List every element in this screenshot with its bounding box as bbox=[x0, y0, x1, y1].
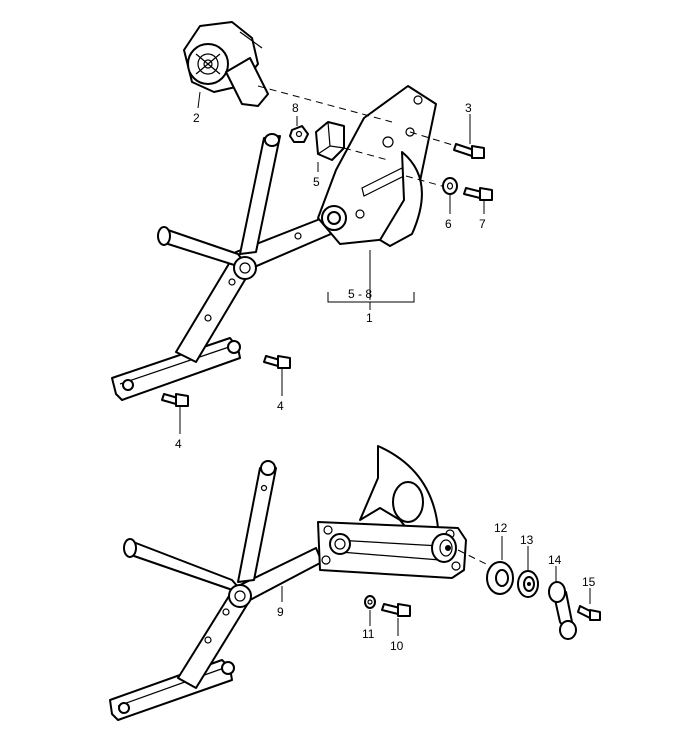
bolt-3 bbox=[453, 143, 485, 159]
upper-leaders bbox=[179, 91, 485, 434]
upper-sector-gear bbox=[379, 151, 423, 247]
upper-vertical-arm bbox=[239, 133, 281, 255]
nut-8 bbox=[289, 125, 309, 143]
washer-6 bbox=[442, 177, 458, 195]
upper-regulator-assembly bbox=[111, 85, 437, 401]
slider-block bbox=[315, 121, 345, 161]
lower-mounting-plate bbox=[317, 521, 467, 579]
callout-3: 3 bbox=[465, 101, 472, 115]
screw-4-right bbox=[263, 355, 291, 369]
callout-1: 1 bbox=[366, 311, 373, 325]
lower-pivot bbox=[228, 584, 252, 608]
callout-8: 8 bbox=[292, 101, 299, 115]
screw-15 bbox=[577, 605, 601, 621]
callout-9: 9 bbox=[277, 605, 284, 619]
lower-left-boss bbox=[329, 533, 351, 555]
lower-vertical-arm bbox=[237, 460, 277, 583]
lower-bottom-rail bbox=[109, 659, 235, 721]
crank-handle-14 bbox=[548, 581, 577, 640]
callout-7: 7 bbox=[479, 217, 486, 231]
upper-lower-rail bbox=[111, 337, 241, 401]
lower-explode-lines bbox=[457, 549, 491, 567]
upper-main-arm bbox=[175, 207, 355, 363]
upper-explode-lines bbox=[257, 85, 457, 187]
screw-4-left bbox=[161, 393, 189, 407]
lower-sector-gear bbox=[359, 445, 439, 541]
callout-5: 5 bbox=[313, 175, 320, 189]
callout-4-right: 4 bbox=[277, 399, 284, 413]
callout-6: 6 bbox=[445, 217, 452, 231]
callout-15: 15 bbox=[582, 575, 596, 589]
spacer-ring-13 bbox=[517, 570, 539, 598]
crank-shaft-boss bbox=[431, 533, 457, 563]
callout-4-left: 4 bbox=[175, 437, 182, 451]
callout-13: 13 bbox=[520, 533, 534, 547]
escutcheon-ring-12 bbox=[486, 561, 514, 595]
lower-leaders bbox=[281, 536, 591, 636]
upper-pivot bbox=[233, 256, 257, 280]
bolt-7 bbox=[463, 187, 493, 201]
callout-group-range: 5 - 8 bbox=[348, 287, 372, 301]
window-motor bbox=[183, 21, 269, 107]
lower-regulator-assembly bbox=[109, 445, 467, 721]
washer-11 bbox=[364, 595, 376, 609]
callout-11: 11 bbox=[362, 627, 375, 641]
callout-14: 14 bbox=[548, 553, 562, 567]
callout-10: 10 bbox=[390, 639, 404, 653]
callout-12: 12 bbox=[494, 521, 508, 535]
lower-cross-arm bbox=[123, 538, 245, 595]
callout-2: 2 bbox=[193, 111, 200, 125]
bolt-10 bbox=[381, 603, 411, 617]
callout-labels: 2 8 3 5 6 7 5 - 8 1 4 4 9 12 13 14 15 11… bbox=[175, 101, 596, 653]
